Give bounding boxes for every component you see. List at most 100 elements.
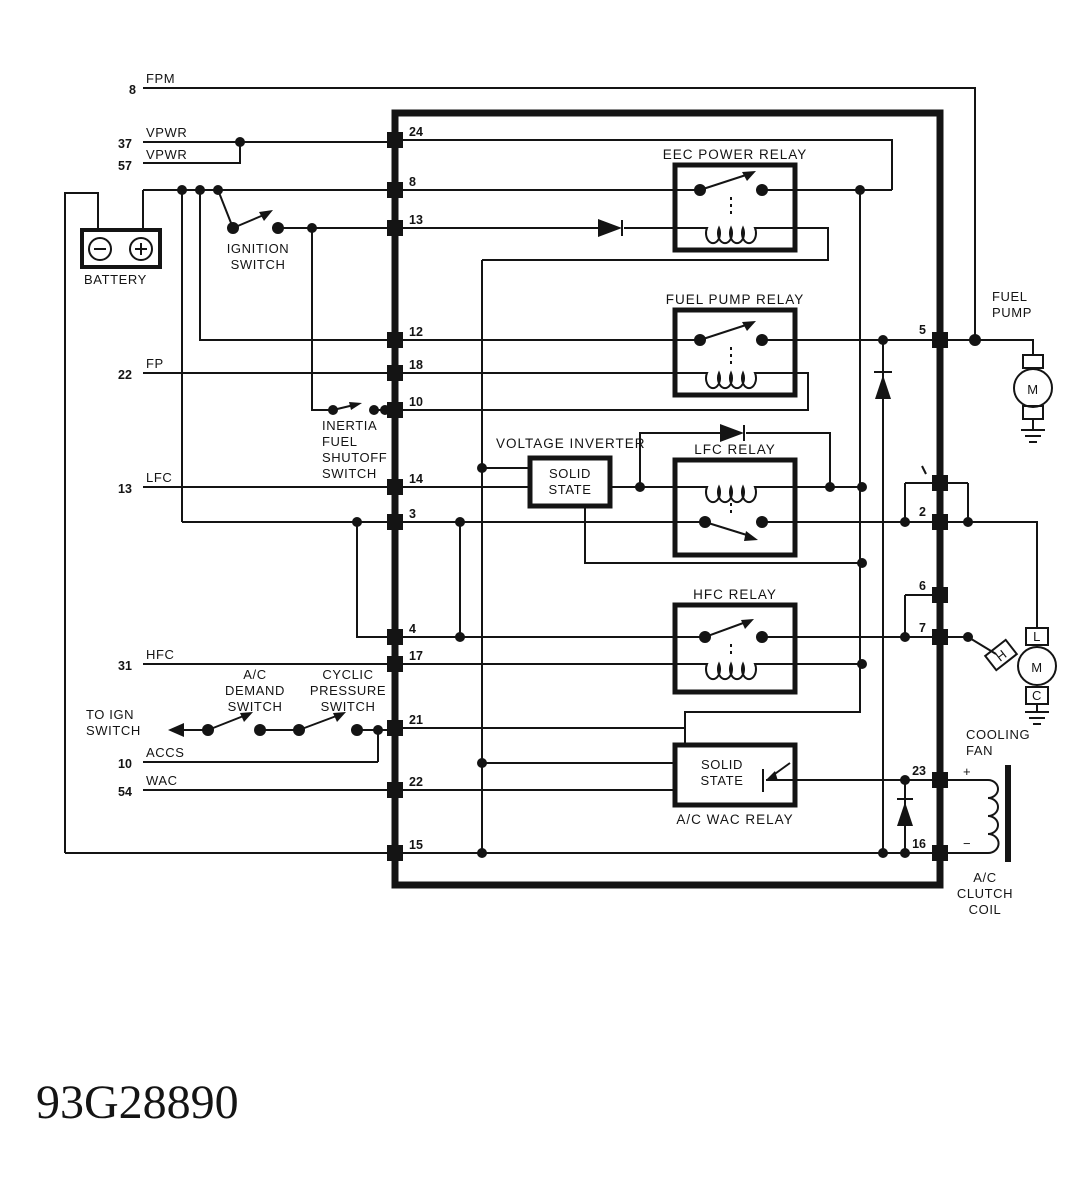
pin-8: 8 [409,175,416,189]
pin-unlabeled [932,475,948,491]
lfc-pin-number: 13 [118,482,132,496]
voltage-inverter-label: VOLTAGE INVERTER [496,436,646,451]
vpwr37-label: VPWR [146,125,187,140]
wire-wac: WAC 54 [118,773,387,799]
ac-clutch-label-2: CLUTCH [957,886,1013,901]
eec-module-outline [391,109,944,889]
clutch-coil-icon [987,779,1000,854]
pin-23: 23 [912,764,926,778]
pin-7: 7 [919,621,926,635]
cooling-fan-label-2: FAN [966,743,993,758]
to-ign-label-2: SWITCH [86,723,141,738]
diode-fuel-pump-clamp [874,335,892,858]
accs-pin-number: 10 [118,757,132,771]
ac-demand-label-1: A/C [243,667,266,682]
diode-lfc-flyback [639,424,835,492]
vpwr37-pin-number: 37 [118,137,132,151]
voltage-inverter: VOLTAGE INVERTER SOLID STATE [403,436,867,568]
clutch-minus: − [963,836,971,851]
wac-solid: SOLID [701,757,743,772]
pin-13: 13 [409,213,423,227]
wire-pin4-feed [356,522,387,638]
vpwr57-label: VPWR [146,147,187,162]
lfc-label: LFC [146,470,172,485]
pin-17: 17 [409,649,423,663]
diode-pin13 [598,219,623,237]
pin-21: 21 [409,713,423,727]
pin-6: 6 [919,579,926,593]
clutch-plus: + [963,764,971,779]
fp-pin-number: 22 [118,368,132,382]
pin-24: 24 [409,125,423,139]
fuel-pump-label-2: PUMP [992,305,1032,320]
cyclic-pressure-label-1: CYCLIC [322,667,373,682]
ac-demand-label-2: DEMAND [225,683,285,698]
ac-clutch-coil: + − A/C CLUTCH COIL [940,764,1013,917]
wire-vpwr-57: VPWR 57 [118,142,241,173]
ac-clutch-label-1: A/C [973,870,996,885]
inertia-label-2: FUEL [322,434,358,449]
fuel-pump-label-1: FUEL [992,289,1028,304]
pin-22: 22 [409,775,423,789]
fan-common-terminal: C [1032,688,1042,703]
eec-power-relay: EEC POWER RELAY [663,147,808,253]
vpwr57-pin-number: 57 [118,159,132,173]
pin-4: 4 [409,622,416,636]
wire-vpwr-rail-internal [684,190,861,745]
battery-positive-rail [143,185,387,522]
battery-leads [64,190,144,853]
fp-label: FP [146,356,164,371]
lfc-relay: LFC RELAY [403,442,940,558]
eec-power-relay-label: EEC POWER RELAY [663,147,808,162]
cooling-fan: L H M C COOLING FAN [966,627,1057,758]
ac-switch-chain: TO IGN SWITCH A/C DEMAND SWITCH CYCLIC P… [86,667,387,771]
pin-16: 16 [912,837,926,851]
wire-vpwr-37: VPWR 37 [118,125,387,151]
ignition-switch-label-2: SWITCH [231,257,286,272]
wire-coil-return [482,227,829,261]
ac-demand-label-3: SWITCH [228,699,283,714]
pin-2: 2 [919,505,926,519]
ac-wac-relay-label: A/C WAC RELAY [676,812,793,827]
ignition-switch-label-1: IGNITION [227,241,290,256]
hfc-pin-number: 31 [118,659,132,673]
cyclic-pressure-label-3: SWITCH [321,699,376,714]
wac-state: STATE [701,773,744,788]
inertia-label-3: SHUTOFF [322,450,387,465]
hfc-relay: HFC RELAY [403,587,940,695]
cooling-fan-label-1: COOLING [966,727,1030,742]
diagram-id: 93G28890 [36,1076,239,1129]
pin-18: 18 [409,358,423,372]
inertia-label-4: SWITCH [322,466,377,481]
wire-pin24-internal [403,139,893,190]
to-ign-label-1: TO IGN [86,707,134,722]
eec-right-pins: 5 2 6 7 23 16 [912,323,948,861]
ground-icon [1025,704,1049,725]
pin6-7-jumper [900,594,997,655]
pin-10: 10 [409,395,423,409]
wac-label: WAC [146,773,178,788]
to-ign-arrow-icon [168,723,184,737]
lfc-relay-label: LFC RELAY [694,442,776,457]
ac-wac-relay: SOLID STATE A/C WAC RELAY [403,742,940,827]
wire-lfc: LFC 13 [118,470,387,496]
fan-low-terminal: L [1033,629,1041,644]
voltage-inverter-state: STATE [549,482,592,497]
fuel-pump-relay: FUEL PUMP RELAY [403,292,940,411]
ac-clutch-label-3: COIL [969,902,1002,917]
relay-coil-icon [703,225,759,245]
hfc-relay-label: HFC RELAY [693,587,777,602]
cyclic-pressure-label-2: PRESSURE [310,683,386,698]
wire-hfc: HFC 31 [118,647,387,673]
pin-3: 3 [409,507,416,521]
pin-5: 5 [919,323,926,337]
wire-fpm: FPM 8 [129,71,976,340]
inertia-fuel-shutoff-switch: INERTIA FUEL SHUTOFF SWITCH [311,228,390,481]
battery: BATTERY [64,190,162,853]
voltage-inverter-solid: SOLID [549,466,591,481]
wac-pin-number: 54 [118,785,132,799]
wac-transistor-arrow-icon [766,771,778,781]
fpm-label: FPM [146,71,175,86]
pin-12: 12 [409,325,423,339]
